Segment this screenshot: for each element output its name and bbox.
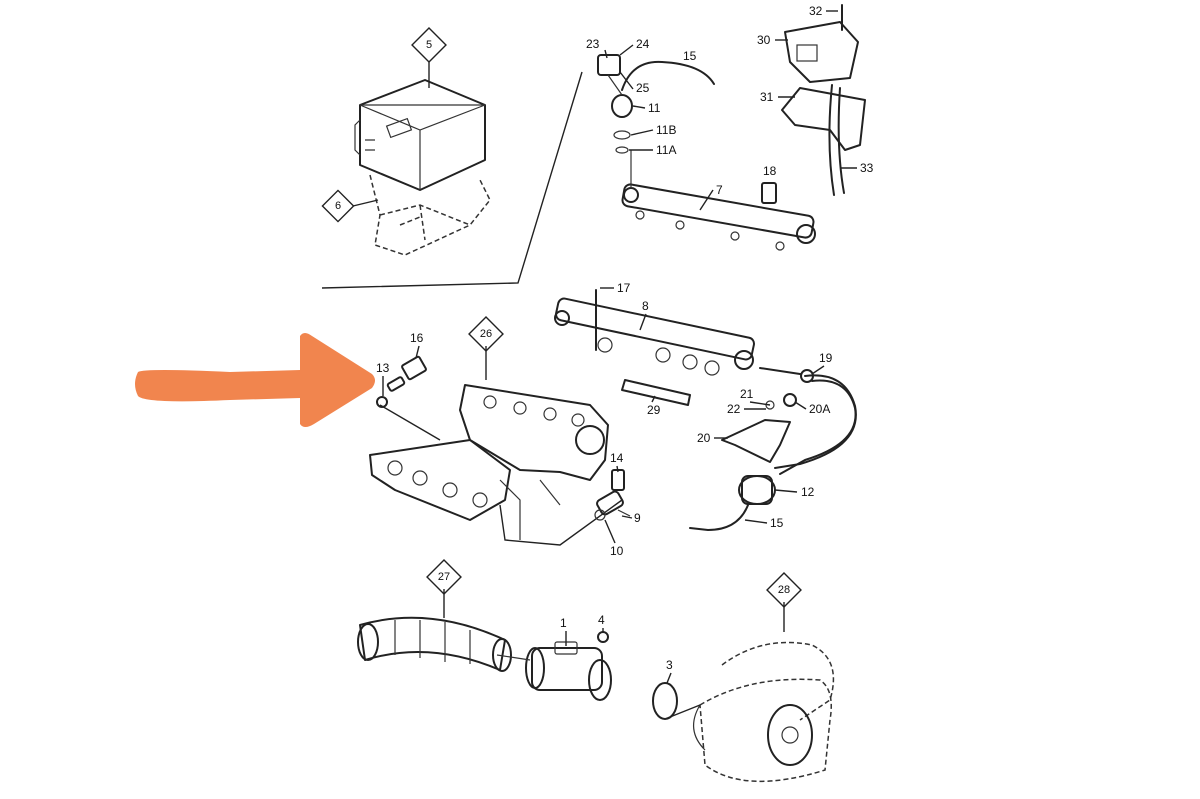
part-3-o-ring [652,682,678,720]
callout-13: 13 [376,361,390,375]
callout-21: 21 [740,387,754,401]
callout-20a: 20A [809,402,830,416]
callout-14: 14 [610,451,624,465]
callout-11b: 11B [656,123,676,137]
fuel-pressure-regulator-12 [689,369,857,531]
callout-32: 32 [809,4,823,18]
callout-16: 16 [410,331,424,345]
callout-17: 17 [617,281,631,295]
callout-22: 22 [727,402,741,416]
callout-18: 18 [763,164,777,178]
svg-text:28: 28 [778,584,790,596]
intake-manifold [369,384,609,540]
callout-15-top: 15 [683,49,697,63]
callout-5: 5 [411,27,447,63]
svg-text:27: 27 [438,571,450,583]
orange-highlight-arrow [135,333,375,427]
part-29-bracket [621,379,691,406]
svg-text:5: 5 [426,39,432,51]
callout-12: 12 [801,485,815,499]
injector-9-10-14 [594,469,631,521]
callout-33: 33 [860,161,874,175]
pressure-regulator-top [597,54,715,154]
callout-29: 29 [647,403,661,417]
fuel-rail-upper [621,150,816,251]
control-module-assembly [354,79,491,256]
air-cleaner-28 [693,641,835,783]
callout-1: 1 [560,616,567,630]
fuel-rail-middle [554,289,801,376]
callout-7: 7 [716,183,723,197]
part-18 [761,182,777,204]
callout-6: 6 [321,189,355,223]
callout-31: 31 [760,90,774,104]
leader-lines [382,10,857,720]
callout-11: 11 [648,101,661,115]
map-sensor-assembly [781,4,866,196]
intake-hose-27 [357,616,512,672]
callout-30: 30 [757,33,771,47]
part-4-screw [597,631,609,643]
callout-26: 26 [468,316,504,352]
callout-labels: 5 6 26 27 28 23 24 25 15 11 11B 11A 7 18… [321,4,874,672]
callout-3: 3 [666,658,673,672]
callout-20: 20 [697,431,711,445]
maf-sensor-1 [525,641,612,701]
callout-10: 10 [610,544,624,558]
callout-23: 23 [586,37,600,51]
callout-28: 28 [766,572,802,608]
callout-24: 24 [636,37,650,51]
iat-sensor-16 [376,355,427,408]
callout-11a: 11A [656,143,676,157]
callout-4: 4 [598,613,605,627]
callout-25: 25 [636,81,650,95]
callout-15-bottom: 15 [770,516,784,530]
callout-27: 27 [426,559,462,595]
callout-8: 8 [642,299,649,313]
svg-text:26: 26 [480,328,492,340]
svg-text:6: 6 [335,200,341,212]
callout-9: 9 [634,511,641,525]
callout-19: 19 [819,351,833,365]
